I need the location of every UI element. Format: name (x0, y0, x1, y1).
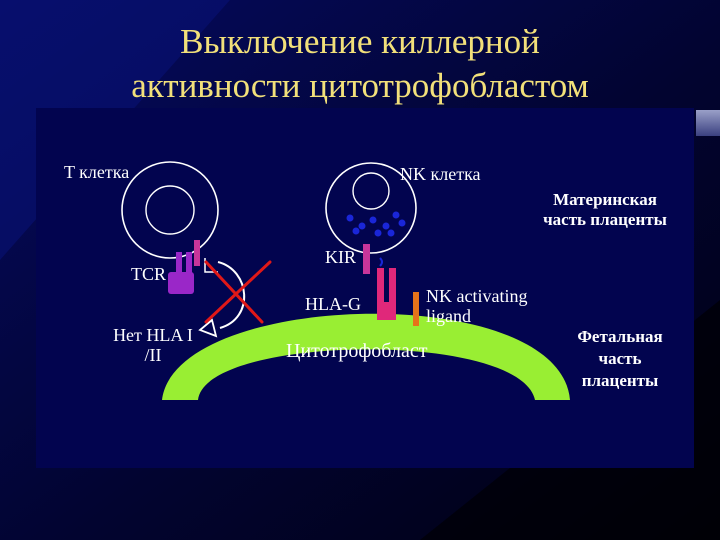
no-hla-label: Нет HLA I /II (88, 325, 218, 365)
nk-activating-line-1: NK activating (426, 286, 528, 306)
t-cell-label: T клетка (64, 162, 130, 182)
nk-cell-nucleus (352, 172, 390, 210)
signal-arrow-head (198, 318, 218, 338)
slide-title: Выключение киллерной активности цитотроф… (0, 20, 720, 108)
kir-receptor (363, 244, 370, 274)
no-hla-line-2: /II (144, 345, 162, 365)
hla-g-label: HLA-G (305, 294, 361, 314)
fetal-part-label: Фетальная часть плаценты (550, 326, 690, 392)
maternal-line-2: часть плаценты (543, 210, 667, 229)
signal-arrow (217, 261, 246, 329)
kir-label: KIR (325, 247, 356, 267)
cytotrophoblast-shape (162, 313, 570, 400)
nk-activating-ligand-marker (413, 292, 419, 326)
nk-activating-line-2: ligand (426, 306, 471, 326)
tcr-receptor (168, 240, 200, 294)
maternal-part-label: Материнская часть плаценты (530, 190, 680, 230)
fetal-line-3: плаценты (581, 371, 659, 390)
slide-edge-tab (696, 110, 720, 136)
nk-cell-membrane (325, 162, 417, 254)
nk-activating-ligand-label: NK activating ligand (426, 286, 527, 326)
nk-cell-label: NK клетка (400, 164, 481, 184)
hla-g-molecule (377, 268, 396, 320)
kir-curl (379, 257, 383, 267)
t-cell-membrane (121, 161, 219, 259)
t-cell-nucleus (145, 185, 195, 235)
title-line-1: Выключение киллерной (180, 22, 540, 61)
cytotrophoblast-label: Цитотрофобласт (286, 340, 428, 362)
blocked-cross-icon (204, 260, 272, 324)
tcr-label: TCR (131, 264, 167, 284)
fetal-line-1: Фетальная (577, 327, 663, 346)
maternal-line-1: Материнская (553, 190, 657, 209)
title-line-2: активности цитотрофобластом (131, 66, 589, 105)
fetal-line-2: часть (598, 349, 642, 368)
nk-cell-granules (346, 211, 406, 237)
no-hla-line-1: Нет HLA I (113, 325, 193, 345)
